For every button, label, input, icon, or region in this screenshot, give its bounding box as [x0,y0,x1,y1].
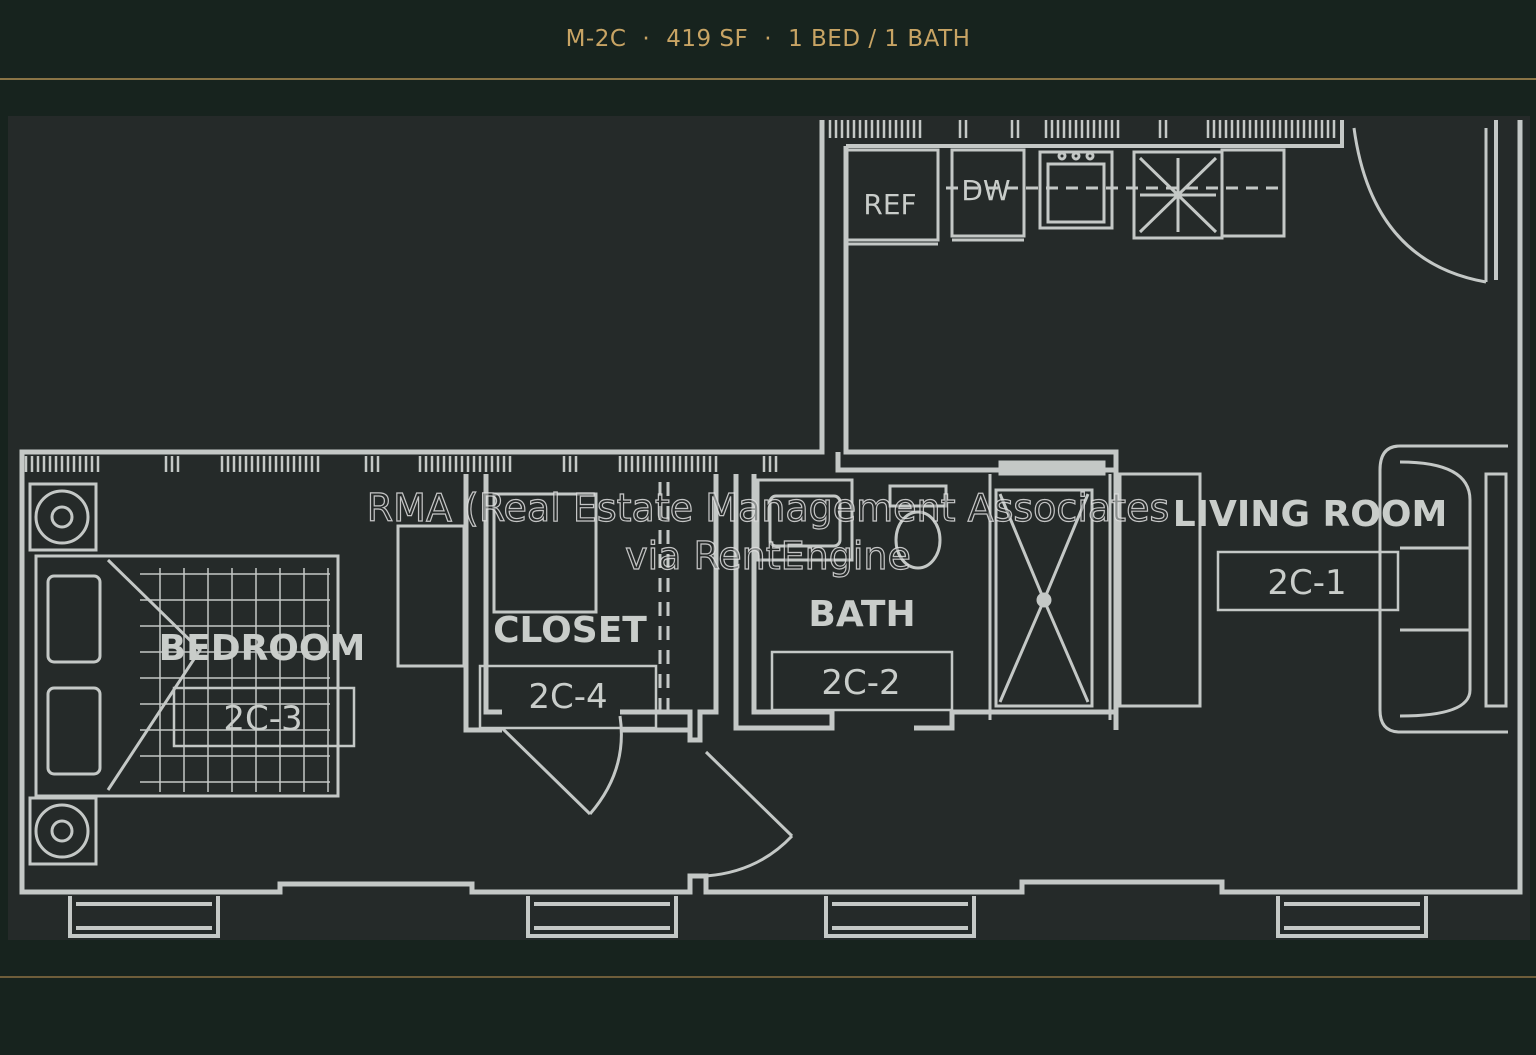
unit-layout: 1 BED / 1 BATH [788,26,971,52]
entry-door-swing [1352,127,1487,284]
kitchen-wall [846,120,1344,148]
toilet-icon [894,510,942,570]
lamp-icon [34,803,90,859]
window-hatch-top-kitchen [828,120,1336,138]
window-hatch-top-bedroom [24,456,778,472]
closet-door [500,726,592,816]
room-code-box [770,650,954,712]
interior-wall [843,146,1119,730]
closet-wall [463,474,502,733]
bed [34,554,340,798]
sofa [1378,444,1508,734]
room-code-bath: 2C-2 [821,663,900,703]
closet-wall [620,474,719,743]
sink-basin [1046,162,1106,224]
plan-header: M-2C · 419 SF · 1 BED / 1 BATH [0,0,1536,80]
refrigerator-outline [844,148,940,242]
dishwasher-label: DW [961,174,1010,207]
refrigerator-label: REF [863,188,916,221]
room-label-bedroom: BEDROOM [159,628,366,669]
bedroom-door [704,750,794,838]
room-label-closet: CLOSET [493,610,647,651]
dishwasher-outline [950,148,1026,238]
window-bottom [68,896,220,938]
unit-name: M-2C [565,26,627,52]
closet-shelf [492,492,598,614]
lamp-icon [34,489,90,545]
window-bottom [526,896,678,938]
dresser [396,524,466,668]
nightstand [28,796,98,866]
room-code-box [478,664,658,730]
room-code-living: 2C-1 [1267,563,1346,603]
room-code-closet: 2C-4 [528,677,607,717]
media-console [1118,472,1202,708]
unit-area: 419 SF [666,26,749,52]
window-bottom [1276,896,1428,938]
room-label-living: LIVING ROOM [1173,494,1448,535]
shower [994,488,1094,708]
exterior-wall [19,120,1523,895]
counter-end [1220,148,1286,238]
room-code-bedroom: 2C-3 [223,699,302,739]
bath-wall [733,474,835,731]
bath-wall [914,709,1116,731]
header-separator: · [764,26,773,52]
nightstand [28,482,98,552]
header-separator: · [642,26,651,52]
closet-wall [483,474,502,715]
footer-divider [0,976,1536,978]
window-bottom [824,896,976,938]
vanity [756,478,854,562]
room-code-box [1216,550,1400,612]
room-label-bath: BATH [808,594,915,635]
room-code-box [172,686,356,748]
